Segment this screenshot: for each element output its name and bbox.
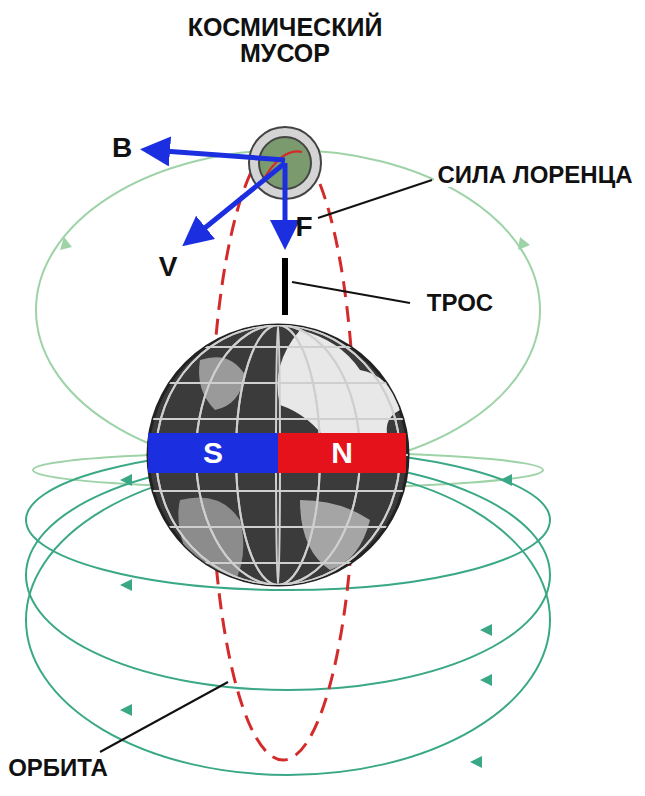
callout-label: ОРБИТА <box>5 755 111 780</box>
vector-label: B <box>112 133 132 162</box>
callout-label: СИЛА ЛОРЕНЦА <box>434 162 635 187</box>
parallel <box>140 346 420 348</box>
parallel <box>140 562 420 564</box>
pole-letter: N <box>331 436 353 470</box>
pole-letter: S <box>203 436 223 470</box>
magnet-south: S <box>148 433 278 473</box>
parallel <box>140 382 420 384</box>
parallel <box>140 490 420 492</box>
title-label: КОСМИЧЕСКИЙ МУСОР <box>180 14 390 67</box>
vector-label: V <box>159 252 178 281</box>
leader-lines <box>100 180 432 752</box>
vector-label: F <box>295 212 312 241</box>
parallel <box>140 418 420 420</box>
callout-label: ТРОС <box>424 290 496 315</box>
field-lines <box>26 150 550 775</box>
magnet-north: N <box>278 433 406 473</box>
vectors <box>150 150 285 240</box>
parallel <box>140 526 420 528</box>
tether <box>282 258 288 315</box>
earth <box>140 325 420 590</box>
